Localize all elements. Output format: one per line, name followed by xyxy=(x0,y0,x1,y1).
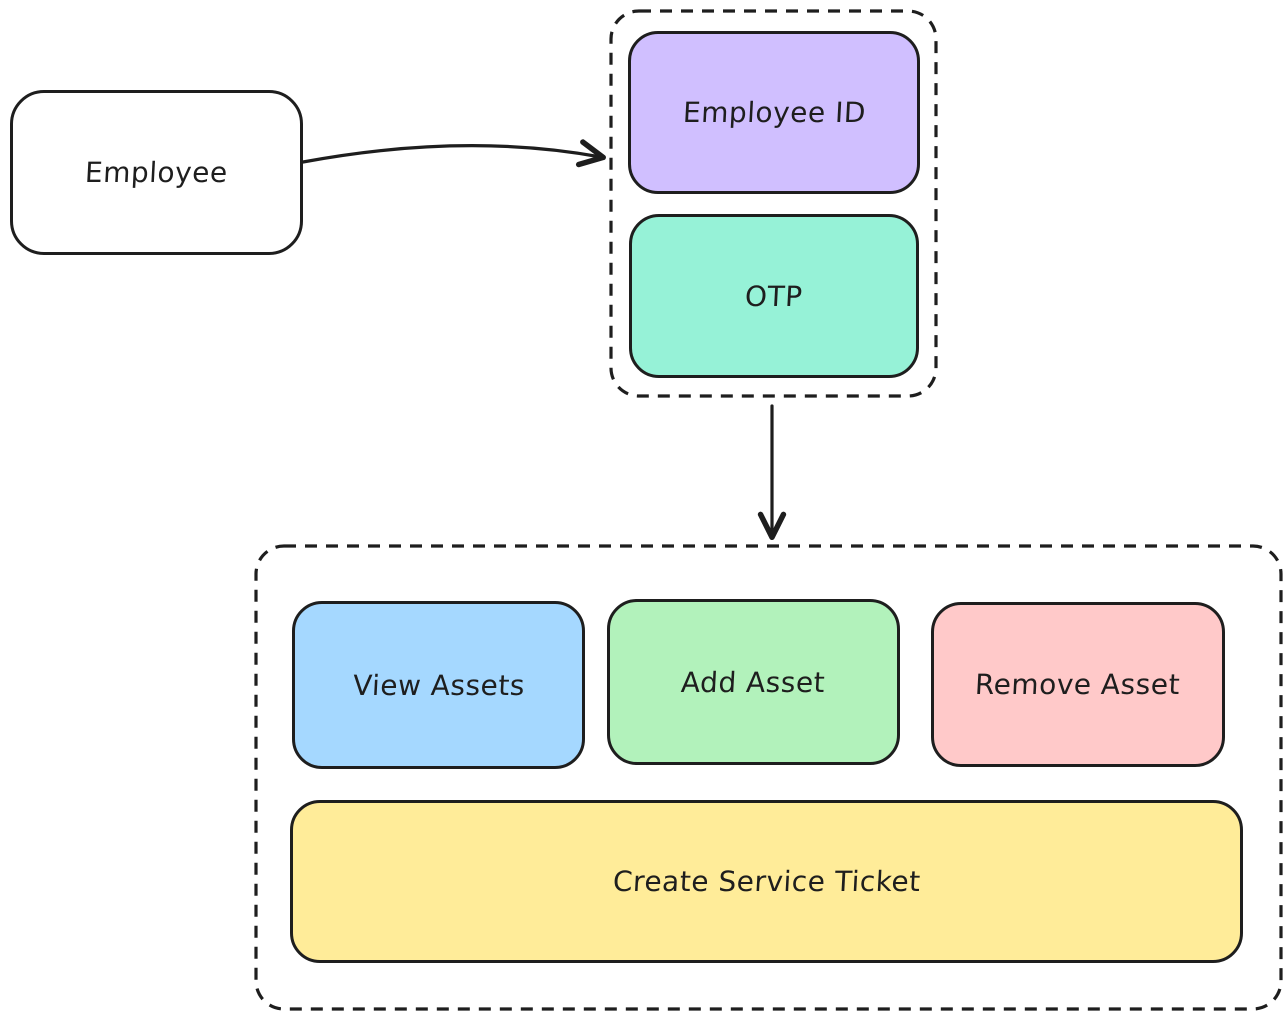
node-view-assets: View Assets xyxy=(292,601,585,769)
node-remove-asset-label: Remove Asset xyxy=(974,668,1182,701)
node-otp-label: OTP xyxy=(744,279,804,313)
node-remove-asset: Remove Asset xyxy=(931,602,1225,767)
node-employee-label: Employee xyxy=(84,156,229,189)
node-otp: OTP xyxy=(629,214,919,378)
employee-to-auth-arrow xyxy=(301,139,606,168)
node-view-assets-label: View Assets xyxy=(351,668,526,702)
node-add-asset: Add Asset xyxy=(607,599,900,765)
node-employee: Employee xyxy=(10,90,303,255)
node-employee-id: Employee ID xyxy=(628,31,920,194)
node-create-service-ticket: Create Service Ticket xyxy=(290,800,1243,963)
node-add-asset-label: Add Asset xyxy=(680,665,827,699)
node-employee-id-label: Employee ID xyxy=(681,96,867,129)
node-create-service-ticket-label: Create Service Ticket xyxy=(611,865,922,898)
